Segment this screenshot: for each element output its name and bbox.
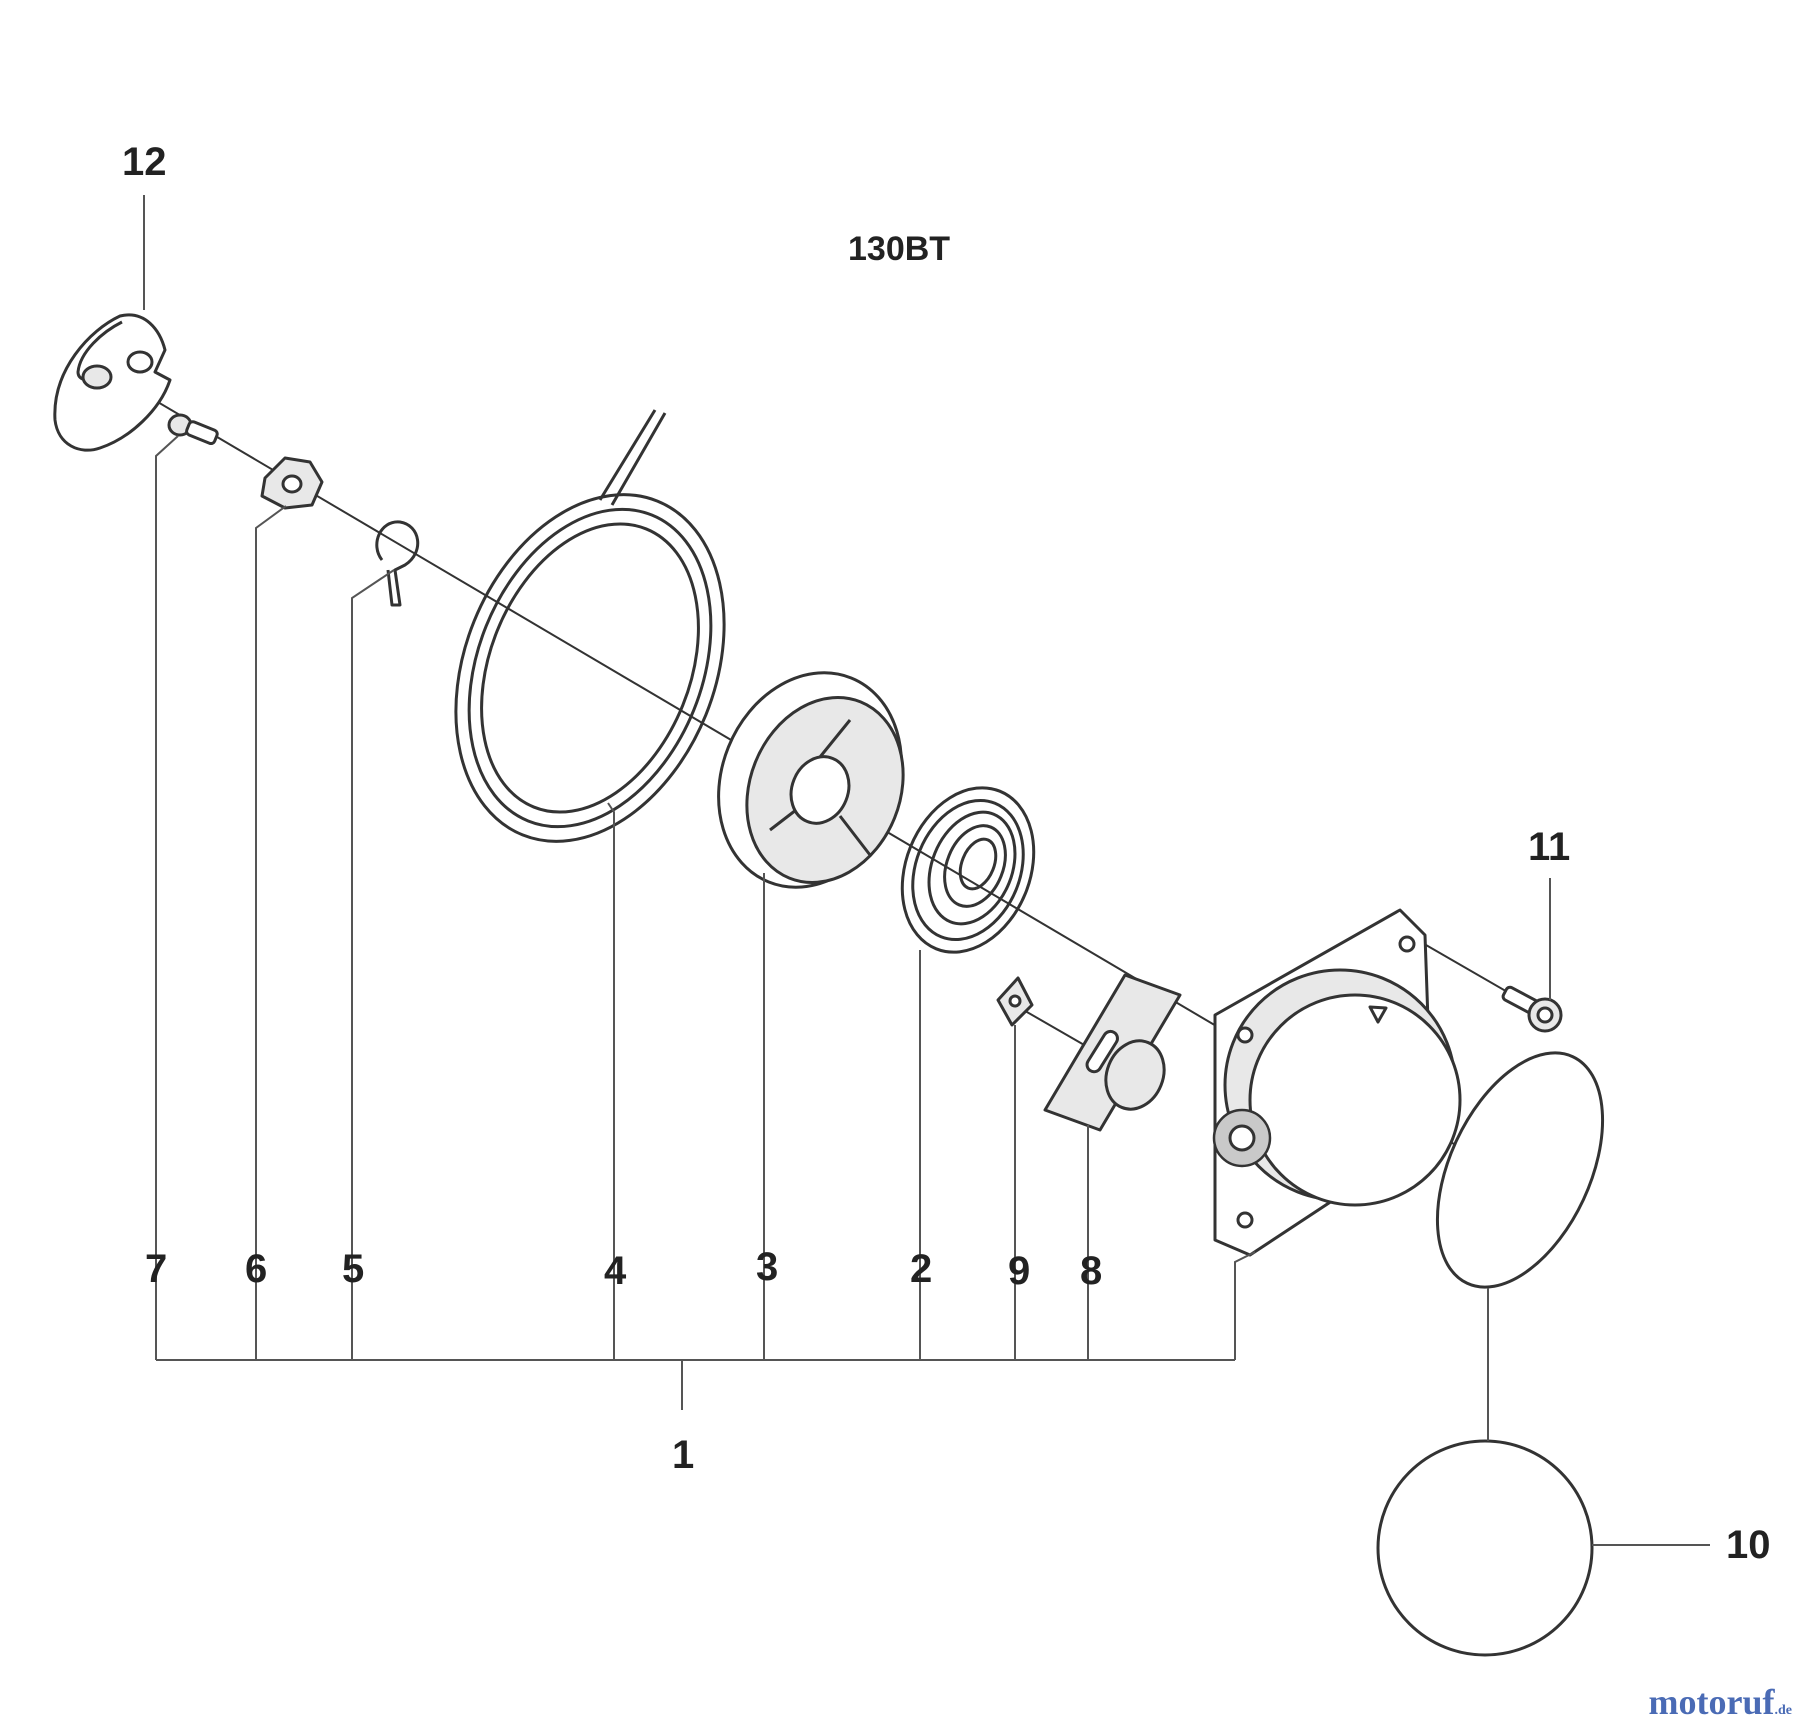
callout-1: 1 — [672, 1433, 694, 1477]
callout-10: 10 — [1726, 1523, 1771, 1567]
part-10-decal-front — [1376, 1439, 1594, 1657]
model-title: 130BT — [848, 230, 950, 268]
starter-housing — [1212, 908, 1462, 1257]
part-11-screw — [1501, 985, 1563, 1033]
callout-5: 5 — [342, 1247, 364, 1291]
part-2-recoil-spring — [900, 786, 1036, 954]
part-5-spring-clip — [375, 520, 420, 607]
part-8-pawl — [1043, 973, 1182, 1132]
part-7-pin — [167, 413, 219, 446]
callout-7: 7 — [145, 1247, 167, 1291]
callout-12: 12 — [122, 140, 167, 184]
part-6-pawl-washer — [260, 456, 324, 510]
callout-2: 2 — [910, 1247, 932, 1291]
part-10-decal-tilted — [1435, 1051, 1605, 1289]
part-9-nut — [996, 976, 1034, 1027]
callout-labels: 12 11 7 6 5 4 3 2 9 8 1 10 — [122, 140, 1771, 1567]
callout-8: 8 — [1080, 1249, 1102, 1293]
part-12-cover-plate — [53, 313, 172, 452]
leader-lines — [143, 195, 1710, 1546]
part-4-starter-rope — [454, 409, 726, 843]
callout-11: 11 — [1528, 825, 1570, 869]
callout-6: 6 — [245, 1247, 267, 1291]
callout-3: 3 — [756, 1245, 778, 1289]
callout-9: 9 — [1008, 1249, 1030, 1293]
assembly-axis — [94, 364, 1241, 1041]
callout-4: 4 — [604, 1249, 627, 1293]
watermark-logo: motoruf.de — [1648, 1682, 1792, 1722]
part-3-pulley — [717, 671, 905, 889]
